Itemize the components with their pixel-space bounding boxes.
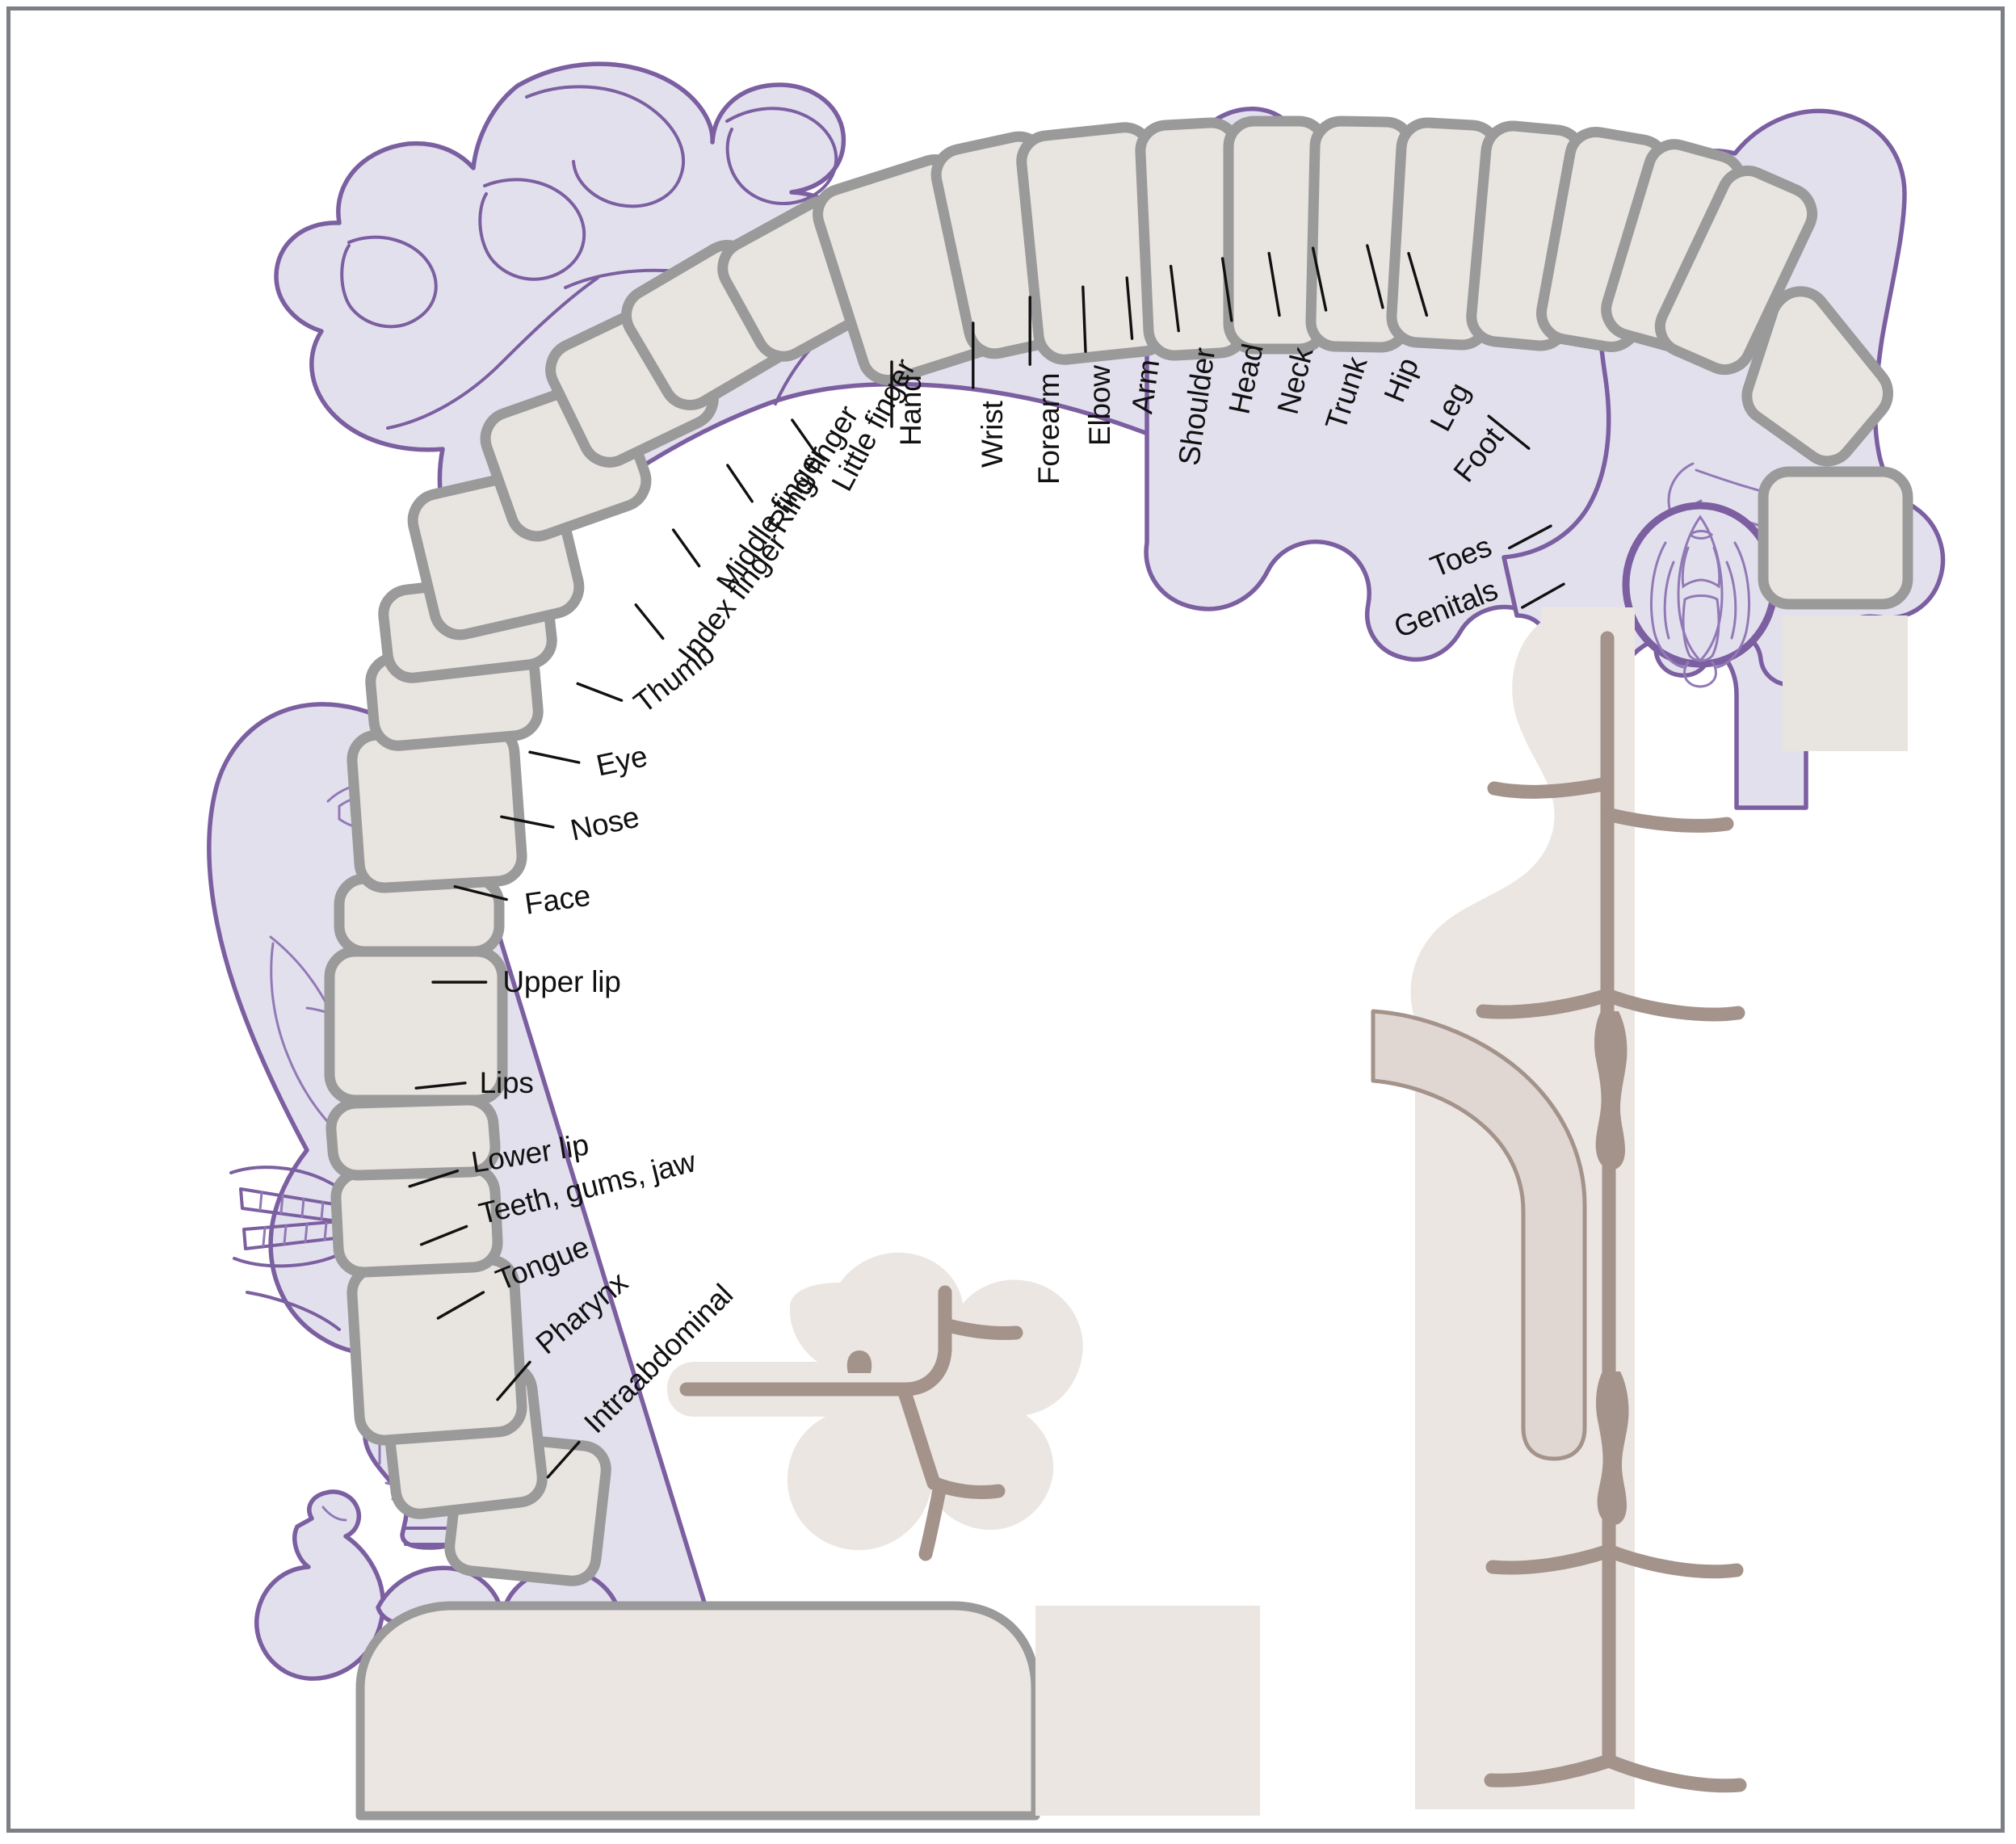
leader-foot <box>1487 414 1531 450</box>
leader-neck <box>1267 251 1281 317</box>
leader-tongue <box>436 1291 485 1320</box>
leader-lines <box>408 244 1565 1479</box>
seg-tongue <box>346 1254 527 1446</box>
leader-little_finger <box>791 418 818 456</box>
leader-shoulder <box>1169 264 1180 333</box>
leader-genitals <box>1521 582 1565 609</box>
label-lips: Lips <box>479 1065 534 1099</box>
leader-middle_finger <box>671 528 701 568</box>
seg-upper-lip <box>334 873 505 957</box>
leader-index_finger <box>634 603 665 641</box>
seg-lips <box>324 946 508 1106</box>
cerebellum-figure <box>1371 1009 1587 1461</box>
leader-elbow <box>1082 285 1087 353</box>
leader-pharynx <box>496 1360 531 1401</box>
leader-face <box>453 884 508 901</box>
leader-lower_lip <box>408 1169 460 1188</box>
figure-border <box>6 6 2005 1833</box>
seg-leg <box>1654 165 1818 376</box>
medulla-figure <box>667 1252 1083 1561</box>
leader-teeth_gums_jaw <box>419 1224 468 1246</box>
seg-genitals <box>1783 615 1908 751</box>
cortical-segment-strip <box>324 116 1913 1586</box>
leader-eye <box>528 750 581 764</box>
leader-trunk <box>1311 246 1328 312</box>
leader-nose <box>500 815 555 829</box>
leader-thumb <box>576 682 624 702</box>
brainstem-figure <box>355 1601 1260 1821</box>
seg-lower-lip <box>326 1094 501 1181</box>
leader-ring_finger <box>726 464 754 503</box>
seg-toes <box>1758 466 1913 610</box>
label-elbow: Elbow <box>1082 365 1116 446</box>
leader-intraabdominal <box>546 1440 581 1479</box>
leader-hip <box>1366 244 1384 309</box>
leader-toes <box>1508 524 1552 550</box>
seg-teeth <box>330 1162 503 1278</box>
spinal-nerve-branches <box>1476 631 1747 1793</box>
leader-head <box>1220 257 1233 322</box>
label-wrist: Wrist <box>975 401 1009 468</box>
leader-leg <box>1407 251 1429 317</box>
label-upper_lip: Upper lip <box>502 965 621 998</box>
seg-face <box>346 723 527 893</box>
seg-foot <box>1741 286 1893 467</box>
homunculus-arm-figure <box>254 1489 385 1681</box>
label-forearm: Forearm <box>1032 372 1066 485</box>
leader-lips <box>414 1082 467 1090</box>
leader-arm <box>1125 276 1134 340</box>
